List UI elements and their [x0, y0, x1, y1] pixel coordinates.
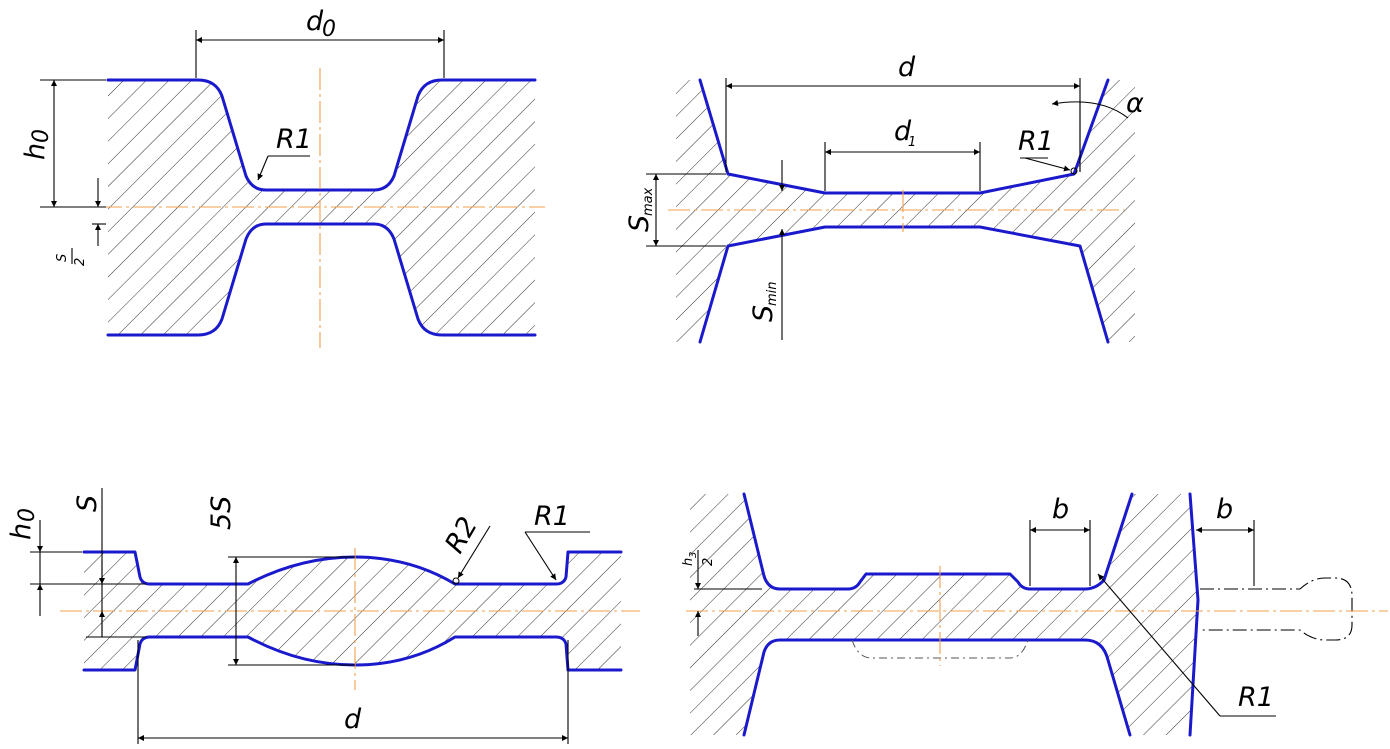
five-s-label: 5S: [206, 496, 237, 530]
r1-label-c: R1: [534, 501, 570, 532]
d-label-c: d: [344, 704, 362, 735]
b-label-1: b: [1052, 494, 1069, 525]
view-d: h 3 2 b b R1: [681, 492, 1388, 737]
smin-subscript: min: [765, 281, 780, 306]
view-c: h 0 S 5S R2 R1 d: [6, 488, 640, 744]
smax-label: S: [624, 215, 655, 232]
view-d-bottom-outline: [742, 638, 1132, 737]
smin-label: S: [748, 305, 779, 322]
view-d-section: [690, 494, 1198, 735]
d-label-b: d: [898, 52, 916, 83]
view-d-blank-contour: [1200, 577, 1353, 641]
view-a: d 0 h 0 S 2 R1: [20, 6, 545, 348]
smax-subscript: max: [641, 187, 656, 216]
view-d-right-edge: [1188, 492, 1200, 737]
d1-subscript: 1: [908, 135, 916, 150]
view-b: d d 1 R1 α S max S min: [624, 52, 1144, 344]
r1-label-d: R1: [1238, 682, 1274, 713]
view-a-bottom-outline: [106, 222, 537, 337]
r2-label: R2: [439, 512, 484, 559]
view-b-section: [676, 80, 1135, 342]
alpha-label: α: [1126, 88, 1144, 119]
h0-subscript: 0: [29, 129, 54, 143]
s-half-denominator: 2: [73, 258, 88, 266]
view-d-hidden-profile: [851, 639, 1029, 659]
h3-subscript: 3: [688, 552, 699, 558]
h0-label-c: h: [6, 523, 37, 540]
view-a-section: [108, 80, 535, 335]
d1-label: d: [894, 116, 912, 147]
h0-subscript-c: 0: [15, 508, 40, 522]
s-half-numerator: S: [55, 254, 70, 262]
s-label-c: S: [72, 495, 103, 512]
view-b-bottom-outline: [698, 225, 1110, 344]
h3-denominator: 2: [701, 558, 716, 566]
h3-label: h: [681, 558, 696, 566]
view-a-top-outline: [106, 78, 537, 192]
d0-subscript: 0: [322, 17, 336, 42]
r1-label-a: R1: [276, 124, 312, 155]
b-label-2: b: [1216, 494, 1233, 525]
h0-label: h: [20, 143, 51, 160]
view-d-top-outline: [742, 492, 1134, 591]
d0-label: d: [306, 6, 324, 37]
r1-label-b: R1: [1018, 126, 1054, 157]
